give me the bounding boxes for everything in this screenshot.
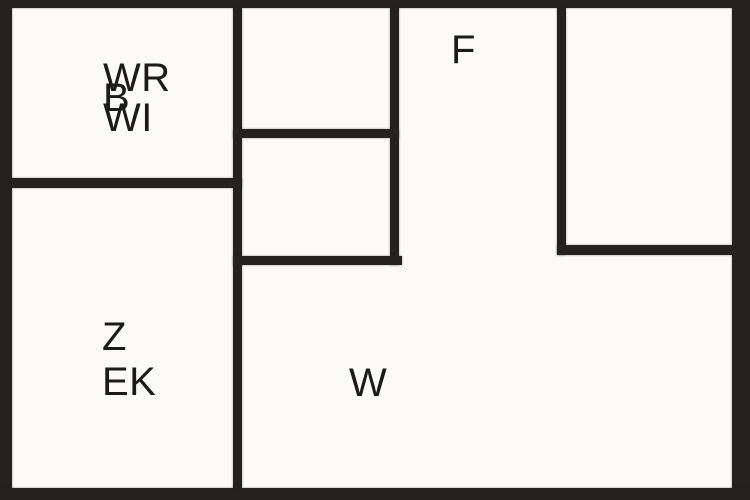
outer-wall-bottom: [0, 488, 750, 500]
room-label-wi: WI: [103, 96, 153, 140]
outer-wall-left: [0, 0, 12, 500]
interior-wall-horizontal-mid-upper: [233, 129, 399, 138]
room-label-wr: WR: [103, 56, 171, 100]
room-label-w: W: [349, 361, 388, 405]
interior-wall-vertical-right: [557, 8, 566, 255]
room-label-f: F: [451, 28, 476, 72]
room-label-ek: EK: [102, 360, 157, 404]
interior-wall-vertical-main: [233, 8, 242, 488]
outer-wall-top: [0, 0, 750, 8]
room-label-b: B: [103, 76, 131, 120]
interior-wall-horizontal-mid-lower: [233, 256, 402, 265]
room-label-z: Z: [102, 315, 127, 359]
interior-wall-horizontal-left: [12, 178, 242, 188]
interior-wall-horizontal-right: [557, 245, 750, 255]
